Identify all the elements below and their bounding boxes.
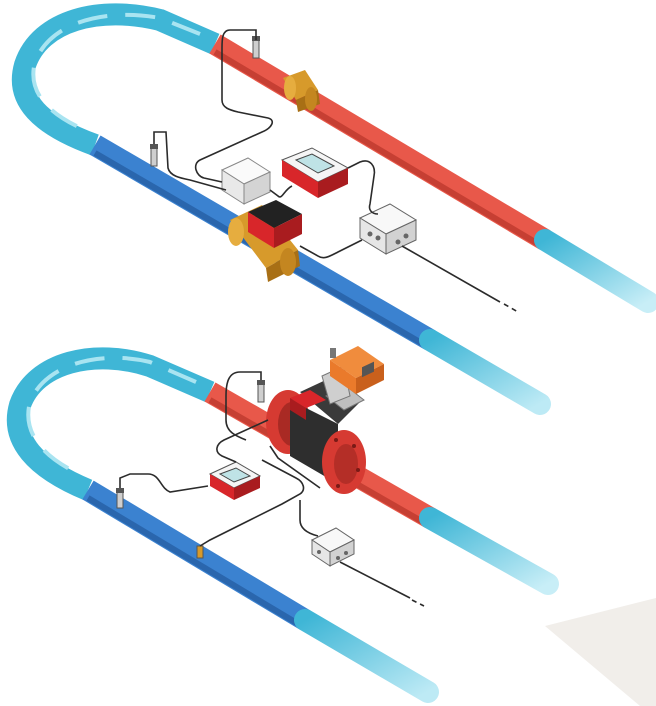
loop-bend-highlight — [31, 12, 201, 134]
supply-pipe-tail — [534, 229, 656, 313]
loop-bend-highlight — [26, 355, 197, 478]
junction-box — [358, 203, 418, 255]
loop-bend — [11, 3, 220, 156]
return-pipe-tail — [419, 329, 551, 415]
calculator-unit — [280, 147, 350, 198]
assembly-threaded — [11, 3, 656, 415]
temperature-sensor-return-2 — [196, 545, 204, 559]
valve-actuator — [321, 346, 384, 411]
signal-cable — [119, 371, 425, 607]
temperature-sensor-return — [150, 144, 158, 167]
temperature-sensor-return — [116, 488, 124, 509]
supply-pipe-shadow — [213, 49, 547, 251]
flow-sensor — [290, 390, 326, 420]
temperature-sensor-supply — [257, 380, 265, 403]
return-pipe-shadow — [86, 495, 307, 631]
loop-bend — [6, 347, 215, 501]
supply-pipe-tail — [419, 507, 559, 595]
calculator-unit — [208, 461, 262, 500]
flow-sensor — [248, 200, 302, 248]
junction-box — [311, 527, 355, 567]
brass-fitting — [283, 70, 320, 112]
return-pipe-tail — [294, 609, 439, 703]
floor-plane — [545, 598, 656, 706]
assembly-flanged — [6, 346, 559, 703]
signal-cable — [153, 29, 519, 313]
valve-actuator — [220, 157, 272, 205]
supply-pipe — [209, 34, 551, 250]
